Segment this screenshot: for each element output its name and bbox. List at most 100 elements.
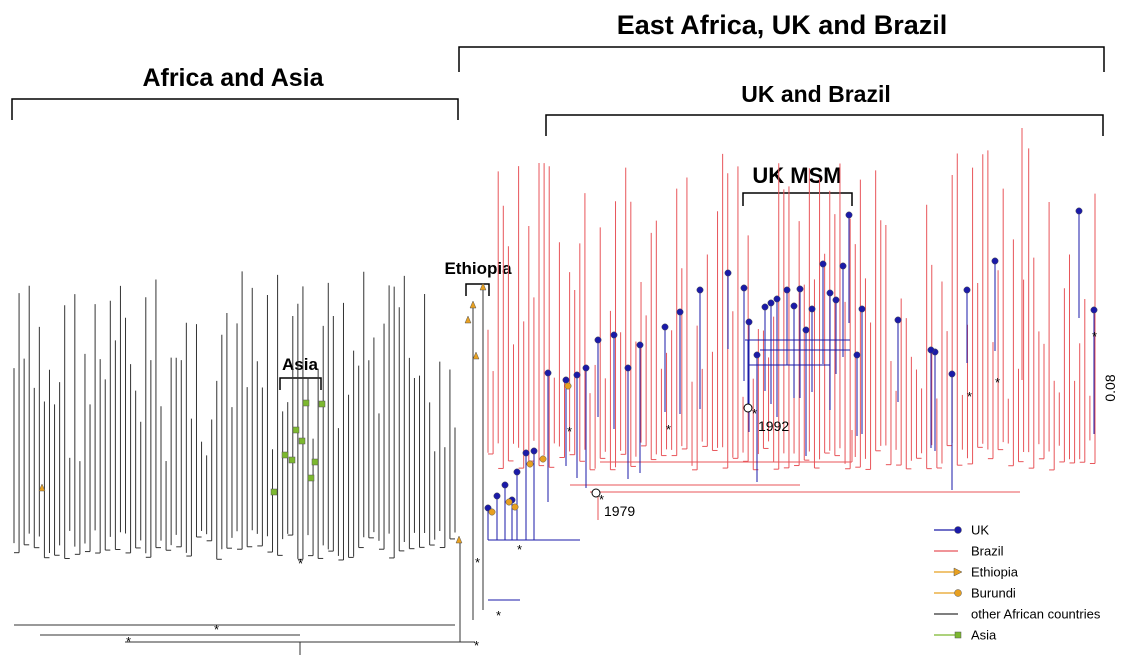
clade-title-east-africa-uk-brazil: East Africa, UK and Brazil xyxy=(617,10,948,40)
legend-square-icon xyxy=(954,631,962,639)
support-marker: * xyxy=(474,638,479,653)
support-marker: * xyxy=(298,556,303,571)
node-date-1992: 1992 xyxy=(758,418,789,434)
bracket-asia xyxy=(279,377,322,390)
tip-circle-icon xyxy=(826,289,834,297)
tip-circle-icon xyxy=(624,364,632,372)
support-marker: * xyxy=(995,375,1000,390)
tip-circle-icon xyxy=(1090,306,1098,314)
tip-circle-icon xyxy=(488,508,496,516)
tip-square-icon xyxy=(318,400,326,408)
tip-circle-icon xyxy=(724,269,732,277)
support-markers: * * * * * * * * * * * * * * xyxy=(126,329,1097,653)
support-marker: * xyxy=(496,608,501,623)
tip-circle-icon xyxy=(790,302,798,310)
tip-circle-icon xyxy=(745,318,753,326)
node-date-1979: 1979 xyxy=(604,503,635,519)
legend-item: Burundi xyxy=(934,586,1016,601)
legend-label: Brazil xyxy=(971,544,1004,559)
legend-label: Burundi xyxy=(971,586,1016,601)
support-marker: * xyxy=(126,634,131,649)
tip-circle-icon xyxy=(661,323,669,331)
tip-circle-icon xyxy=(894,316,902,324)
tip-circle-icon xyxy=(610,331,618,339)
legend-label: Ethiopia xyxy=(971,565,1019,580)
tip-triangle-icon xyxy=(464,315,472,324)
tip-square-icon xyxy=(302,399,310,407)
tip-circle-icon xyxy=(636,341,644,349)
tip-circle-icon xyxy=(767,299,775,307)
bracket-uk-msm xyxy=(742,192,853,206)
tip-circle-icon xyxy=(740,284,748,292)
tip-square-icon xyxy=(288,456,296,464)
tip-circle-icon xyxy=(522,449,530,457)
legend-item: UK xyxy=(934,523,989,538)
tip-circle-icon xyxy=(493,492,501,500)
tip-circle-icon xyxy=(573,371,581,379)
tip-triangle-icon xyxy=(479,282,487,291)
tip-circle-icon xyxy=(839,262,847,270)
bracket-africa-asia xyxy=(11,98,459,120)
tree-branches-brazil xyxy=(487,128,1096,520)
tip-circle-icon xyxy=(564,382,572,390)
support-marker: * xyxy=(752,406,757,421)
legend-circle-icon xyxy=(954,526,962,534)
tip-circle-icon xyxy=(513,468,521,476)
support-marker: * xyxy=(567,424,572,439)
tip-circle-icon xyxy=(783,286,791,294)
tip-circle-icon xyxy=(530,447,538,455)
bracket-east-africa-uk-brazil xyxy=(458,46,1105,72)
tip-circle-icon xyxy=(1075,207,1083,215)
legend-triangle-icon xyxy=(953,567,963,577)
tip-circle-icon xyxy=(832,296,840,304)
tip-circle-icon xyxy=(501,481,509,489)
tip-square-icon xyxy=(292,426,300,434)
tip-circle-icon xyxy=(761,303,769,311)
legend-label: other African countries xyxy=(971,607,1101,622)
tip-circle-icon xyxy=(808,305,816,313)
tip-circle-icon xyxy=(676,308,684,316)
tip-circle-icon xyxy=(544,369,552,377)
clade-title-asia: Asia xyxy=(282,355,318,374)
support-marker: * xyxy=(1092,329,1097,344)
legend-item: Brazil xyxy=(934,544,1004,559)
legend-label: Asia xyxy=(971,628,997,643)
tip-circle-icon xyxy=(582,364,590,372)
tip-triangle-icon xyxy=(455,535,463,544)
tip-triangle-icon xyxy=(472,351,480,360)
support-marker: * xyxy=(214,622,219,637)
support-marker: * xyxy=(475,555,480,570)
clade-brackets xyxy=(11,46,1105,390)
tip-square-icon xyxy=(311,458,319,466)
support-marker: * xyxy=(666,422,671,437)
tip-circle-icon xyxy=(858,305,866,313)
legend-circle-icon xyxy=(954,589,962,597)
tip-circle-icon xyxy=(505,498,513,506)
tip-circle-icon xyxy=(796,285,804,293)
tip-triangle-icon xyxy=(38,483,46,492)
tip-square-icon xyxy=(281,451,289,459)
tip-circle-icon xyxy=(526,460,534,468)
tip-circle-icon xyxy=(773,295,781,303)
tree-branches-africa xyxy=(13,271,484,655)
tip-circle-icon xyxy=(963,286,971,294)
node-1992-marker xyxy=(743,403,753,413)
tip-square-icon xyxy=(307,474,315,482)
support-marker: * xyxy=(599,492,604,507)
tip-circle-icon xyxy=(753,351,761,359)
tip-circle-icon xyxy=(562,376,570,384)
tip-circle-icon xyxy=(802,326,810,334)
legend-label: UK xyxy=(971,523,989,538)
clade-title-uk-msm: UK MSM xyxy=(752,163,841,188)
tip-circle-icon xyxy=(594,336,602,344)
tip-circle-icon xyxy=(819,260,827,268)
tip-circle-icon xyxy=(927,346,935,354)
node-1979-marker xyxy=(591,488,601,498)
clade-title-africa-asia: Africa and Asia xyxy=(142,64,324,92)
tip-circle-icon xyxy=(511,503,519,511)
legend-item: Ethiopia xyxy=(934,565,1019,580)
tree-tip-markers xyxy=(38,207,1098,544)
scale-bar-label: 0.08 xyxy=(1102,374,1118,401)
tip-triangle-icon xyxy=(469,300,477,309)
